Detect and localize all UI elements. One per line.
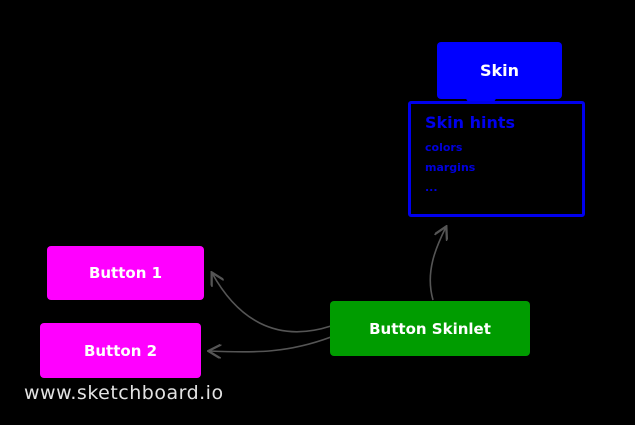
node-button2-label: Button 2: [83, 341, 158, 360]
connector-skinlet-to-button2[interactable]: [209, 336, 332, 352]
sketchboard-watermark: www.sketchboard.io: [24, 382, 224, 404]
skin-hints-content: Skin hints colors margins ...: [411, 104, 582, 194]
node-button2[interactable]: Button 2: [40, 323, 201, 378]
skin-hints-title: Skin hints: [425, 113, 516, 132]
connector-skinlet-to-button1[interactable]: [212, 273, 332, 333]
skin-hints-item: ...: [425, 181, 438, 194]
node-button-skinlet-label: Button Skinlet: [369, 319, 491, 338]
node-skin-label: Skin: [479, 61, 520, 80]
node-button1-label: Button 1: [88, 264, 163, 282]
node-skin[interactable]: Skin: [437, 42, 562, 99]
node-button-skinlet[interactable]: Button Skinlet: [330, 301, 530, 356]
node-skin-hints[interactable]: Skin hints colors margins ...: [408, 101, 585, 217]
skin-hints-item: margins: [425, 161, 476, 174]
skin-hints-item: colors: [425, 141, 463, 154]
connector-skinlet-to-skin-hints[interactable]: [429, 227, 446, 301]
node-button1[interactable]: Button 1: [47, 246, 204, 300]
